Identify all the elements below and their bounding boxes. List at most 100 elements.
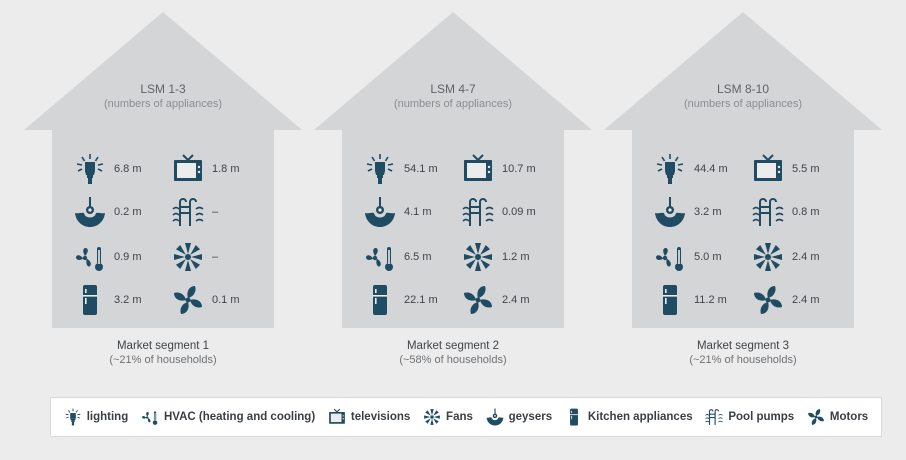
fridge-icon bbox=[654, 284, 686, 316]
cell-fans: 1.2 m bbox=[462, 241, 530, 273]
house-segment-3: LSM 8-10 (numbers of appliances) 44.4 m … bbox=[602, 0, 884, 372]
cell-pool-pumps: 0.09 m bbox=[462, 196, 536, 228]
cell-televisions: 5.5 m bbox=[752, 153, 820, 185]
cell-geysers: 0.2 m bbox=[74, 196, 142, 228]
value-lighting: 54.1 m bbox=[404, 163, 438, 175]
value-motors: 2.4 m bbox=[792, 294, 820, 306]
house-segment-1: LSM 1-3 (numbers of appliances) 6.8 m 1.… bbox=[22, 0, 304, 372]
legend-label: Pool pumps bbox=[728, 411, 795, 423]
motor-icon bbox=[752, 284, 784, 316]
value-kitchen: 3.2 m bbox=[114, 294, 142, 306]
legend-item-kitchen: Kitchen appliances bbox=[565, 408, 693, 426]
legend-label: Motors bbox=[829, 411, 869, 423]
legend-label: HVAC (heating and cooling) bbox=[163, 411, 316, 423]
value-pool-pumps: 0.8 m bbox=[792, 206, 820, 218]
television-icon bbox=[462, 153, 494, 185]
value-fans: 1.2 m bbox=[502, 251, 530, 263]
lighting-icon bbox=[654, 153, 686, 185]
cell-kitchen: 11.2 m bbox=[654, 284, 727, 316]
motor-icon bbox=[172, 284, 204, 316]
legend: lighting HVAC (heating and cooling) tele… bbox=[50, 397, 882, 437]
hvac-icon bbox=[654, 241, 686, 273]
legend-item-fans: Fans bbox=[423, 408, 473, 426]
fridge-icon bbox=[364, 284, 396, 316]
cell-lighting: 6.8 m bbox=[74, 153, 142, 185]
cell-geysers: 4.1 m bbox=[364, 196, 432, 228]
hvac-icon bbox=[74, 241, 106, 273]
fan-icon bbox=[462, 241, 494, 273]
value-televisions: 1.8 m bbox=[212, 163, 240, 175]
value-hvac: 0.9 m bbox=[114, 251, 142, 263]
television-icon bbox=[752, 153, 784, 185]
segment-subtitle: (~21% of households) bbox=[689, 354, 797, 366]
cell-televisions: 10.7 m bbox=[462, 153, 536, 185]
value-fans: 2.4 m bbox=[792, 251, 820, 263]
legend-label: geysers bbox=[508, 411, 553, 423]
house-title: LSM 1-3 bbox=[140, 82, 186, 96]
segment-title: Market segment 1 bbox=[116, 340, 210, 352]
cell-hvac: 5.0 m bbox=[654, 241, 722, 273]
pool-pump-icon bbox=[172, 196, 204, 228]
cell-hvac: 0.9 m bbox=[74, 241, 142, 273]
fan-icon bbox=[423, 408, 441, 426]
segment-title: Market segment 2 bbox=[406, 340, 500, 352]
hvac-icon bbox=[364, 241, 396, 273]
house-subtitle: (numbers of appliances) bbox=[393, 98, 512, 110]
pool-pump-icon bbox=[462, 196, 494, 228]
cell-pool-pumps: 0.8 m bbox=[752, 196, 820, 228]
value-pool-pumps: 0.09 m bbox=[502, 206, 536, 218]
value-kitchen: 11.2 m bbox=[694, 294, 727, 306]
fridge-icon bbox=[74, 284, 106, 316]
house-subtitle: (numbers of appliances) bbox=[683, 98, 802, 110]
house-title: LSM 4-7 bbox=[430, 82, 476, 96]
lighting-icon bbox=[74, 153, 106, 185]
legend-item-televisions: televisions bbox=[328, 408, 410, 426]
geyser-icon bbox=[364, 196, 396, 228]
cell-kitchen: 3.2 m bbox=[74, 284, 142, 316]
legend-item-hvac: HVAC (heating and cooling) bbox=[141, 408, 315, 426]
legend-item-motors: Motors bbox=[807, 408, 868, 426]
cell-kitchen: 22.1 m bbox=[364, 284, 438, 316]
legend-item-geysers: geysers bbox=[486, 408, 552, 426]
house-shape bbox=[314, 12, 592, 328]
legend-label: Kitchen appliances bbox=[587, 411, 693, 423]
cell-pool-pumps: – bbox=[172, 196, 218, 228]
cell-hvac: 6.5 m bbox=[364, 241, 432, 273]
value-geysers: 4.1 m bbox=[404, 206, 432, 218]
segment-subtitle: (~21% of households) bbox=[109, 354, 217, 366]
geyser-icon bbox=[74, 196, 106, 228]
legend-label: televisions bbox=[350, 411, 411, 423]
cell-geysers: 3.2 m bbox=[654, 196, 722, 228]
cell-fans: – bbox=[172, 241, 218, 273]
house-shape bbox=[24, 12, 302, 328]
geyser-icon bbox=[486, 408, 504, 426]
fan-icon bbox=[752, 241, 784, 273]
cell-lighting: 44.4 m bbox=[654, 153, 728, 185]
value-hvac: 5.0 m bbox=[694, 251, 722, 263]
value-geysers: 3.2 m bbox=[694, 206, 722, 218]
lighting-icon bbox=[364, 153, 396, 185]
segment-subtitle: (~58% of households) bbox=[399, 354, 507, 366]
fridge-icon bbox=[565, 408, 583, 426]
cell-televisions: 1.8 m bbox=[172, 153, 240, 185]
legend-item-lighting: lighting bbox=[64, 408, 129, 426]
house-title: LSM 8-10 bbox=[716, 82, 770, 96]
cell-motors: 2.4 m bbox=[752, 284, 820, 316]
value-hvac: 6.5 m bbox=[404, 251, 432, 263]
value-televisions: 5.5 m bbox=[792, 163, 820, 175]
pool-pump-icon bbox=[705, 408, 723, 426]
legend-label: lighting bbox=[86, 411, 129, 423]
motor-icon bbox=[462, 284, 494, 316]
value-motors: 0.1 m bbox=[212, 294, 240, 306]
value-televisions: 10.7 m bbox=[502, 163, 536, 175]
television-icon bbox=[328, 408, 346, 426]
cell-lighting: 54.1 m bbox=[364, 153, 438, 185]
value-lighting: 44.4 m bbox=[694, 163, 728, 175]
cell-motors: 0.1 m bbox=[172, 284, 240, 316]
cell-motors: 2.4 m bbox=[462, 284, 530, 316]
legend-item-pool-pumps: Pool pumps bbox=[705, 408, 794, 426]
geyser-icon bbox=[654, 196, 686, 228]
legend-label: Fans bbox=[446, 411, 473, 423]
lighting-icon bbox=[64, 408, 82, 426]
house-subtitle: (numbers of appliances) bbox=[103, 98, 222, 110]
